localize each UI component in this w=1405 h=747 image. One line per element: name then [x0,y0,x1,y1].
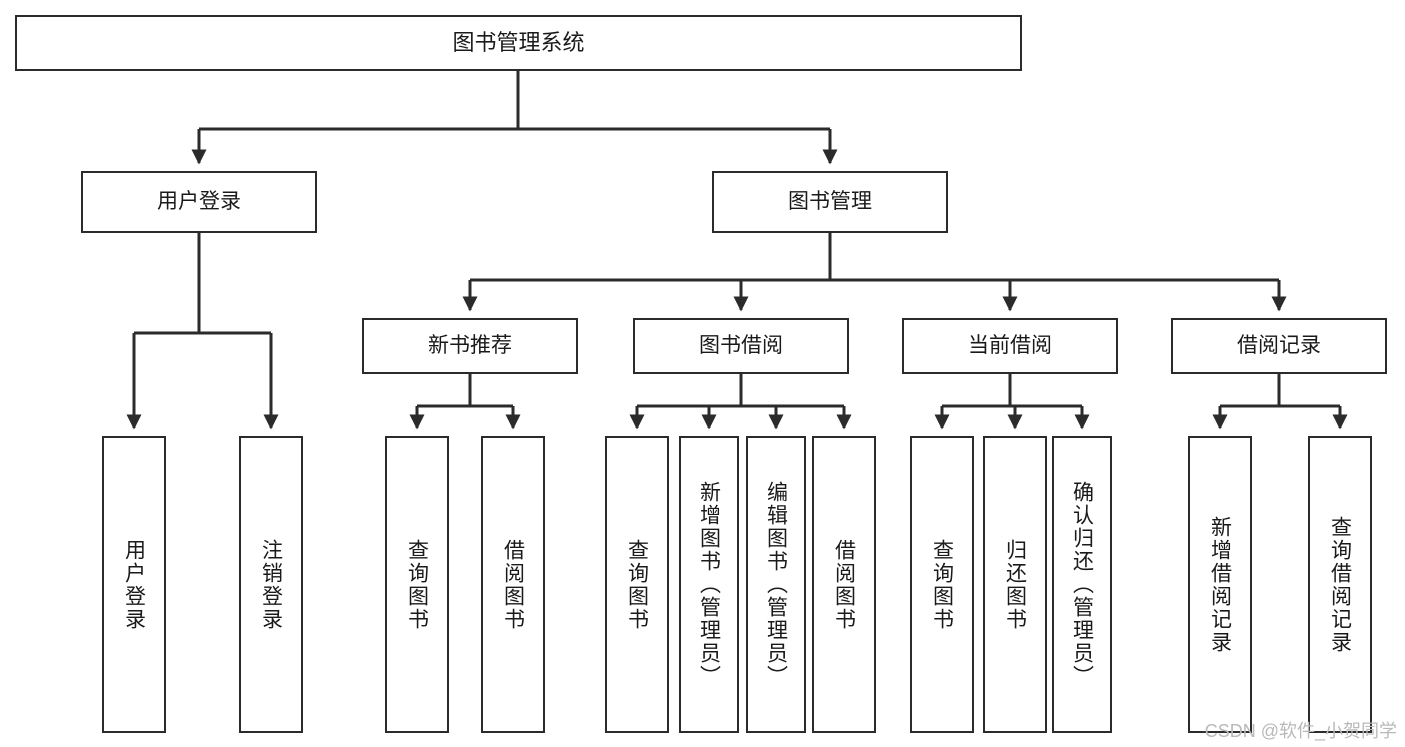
node-leaf-add-record[interactable]: 新增借阅记录 [1188,436,1252,733]
node-leaf-borrow-book-label: 借阅图书 [832,538,856,631]
node-leaf-query-book-rec[interactable]: 查询图书 [385,436,449,733]
node-leaf-query-book-cur[interactable]: 查询图书 [910,436,974,733]
node-book-manage[interactable]: 图书管理 [712,171,948,233]
node-leaf-query-book-rec-label: 查询图书 [405,538,429,631]
node-book-borrow[interactable]: 图书借阅 [633,318,849,374]
node-book-borrow-label: 图书借阅 [699,334,783,358]
node-leaf-borrow-book-rec-label: 借阅图书 [501,538,525,631]
node-leaf-borrow-book-rec[interactable]: 借阅图书 [481,436,545,733]
node-leaf-add-record-label: 新增借阅记录 [1208,515,1232,654]
node-leaf-edit-book[interactable]: 编辑图书（管理员） [746,436,806,733]
node-leaf-query-record[interactable]: 查询借阅记录 [1308,436,1372,733]
node-leaf-query-book-cur-label: 查询图书 [930,538,954,631]
node-root-label: 图书管理系统 [452,29,585,55]
node-leaf-add-book[interactable]: 新增图书（管理员） [679,436,739,733]
node-leaf-user-login[interactable]: 用户登录 [102,436,166,733]
node-leaf-query-book-borrow-label: 查询图书 [625,538,649,631]
node-leaf-return-book-label: 归还图书 [1003,538,1027,631]
node-book-manage-label: 图书管理 [788,190,872,214]
node-borrow-record[interactable]: 借阅记录 [1171,318,1387,374]
node-user-login[interactable]: 用户登录 [81,171,317,233]
node-leaf-confirm-return[interactable]: 确认归还（管理员） [1052,436,1112,733]
node-current-borrow[interactable]: 当前借阅 [902,318,1118,374]
node-leaf-borrow-book[interactable]: 借阅图书 [812,436,876,733]
node-leaf-edit-book-label: 编辑图书（管理员） [764,481,788,688]
node-new-book-recommend-label: 新书推荐 [428,334,512,358]
node-user-login-label: 用户登录 [157,190,241,214]
node-new-book-recommend[interactable]: 新书推荐 [362,318,578,374]
node-root[interactable]: 图书管理系统 [15,15,1022,71]
node-leaf-logout[interactable]: 注销登录 [239,436,303,733]
node-leaf-query-book-borrow[interactable]: 查询图书 [605,436,669,733]
node-borrow-record-label: 借阅记录 [1237,334,1321,358]
node-leaf-query-record-label: 查询借阅记录 [1328,515,1352,654]
node-leaf-add-book-label: 新增图书（管理员） [697,481,721,688]
node-leaf-user-login-label: 用户登录 [122,538,146,631]
node-leaf-return-book[interactable]: 归还图书 [983,436,1047,733]
node-current-borrow-label: 当前借阅 [968,334,1052,358]
node-leaf-confirm-return-label: 确认归还（管理员） [1070,481,1094,688]
node-leaf-logout-label: 注销登录 [259,538,283,631]
